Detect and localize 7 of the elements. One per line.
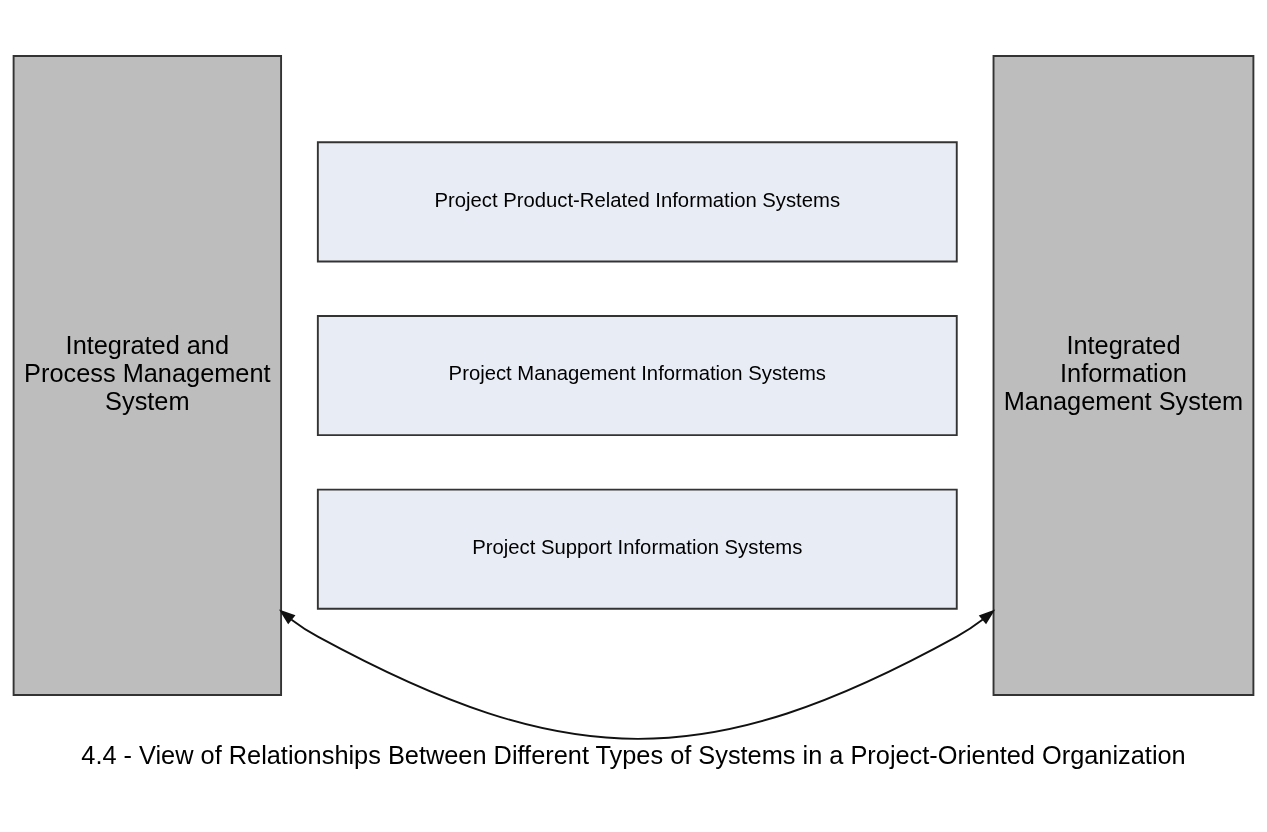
node-box: Project Support Information Systems [316,488,958,610]
node-box: Integrated and Process Management System [12,54,283,696]
node-box: Project Management Information Systems [316,314,958,436]
node-box: Integrated Information Management System [992,54,1255,696]
node-box: Project Product-Related Information Systems [316,140,958,262]
arrow [278,608,996,740]
caption: 4.4 - View of Relationships Between Different Types of Systems in a Project-Oriented Organization [81,740,1186,769]
